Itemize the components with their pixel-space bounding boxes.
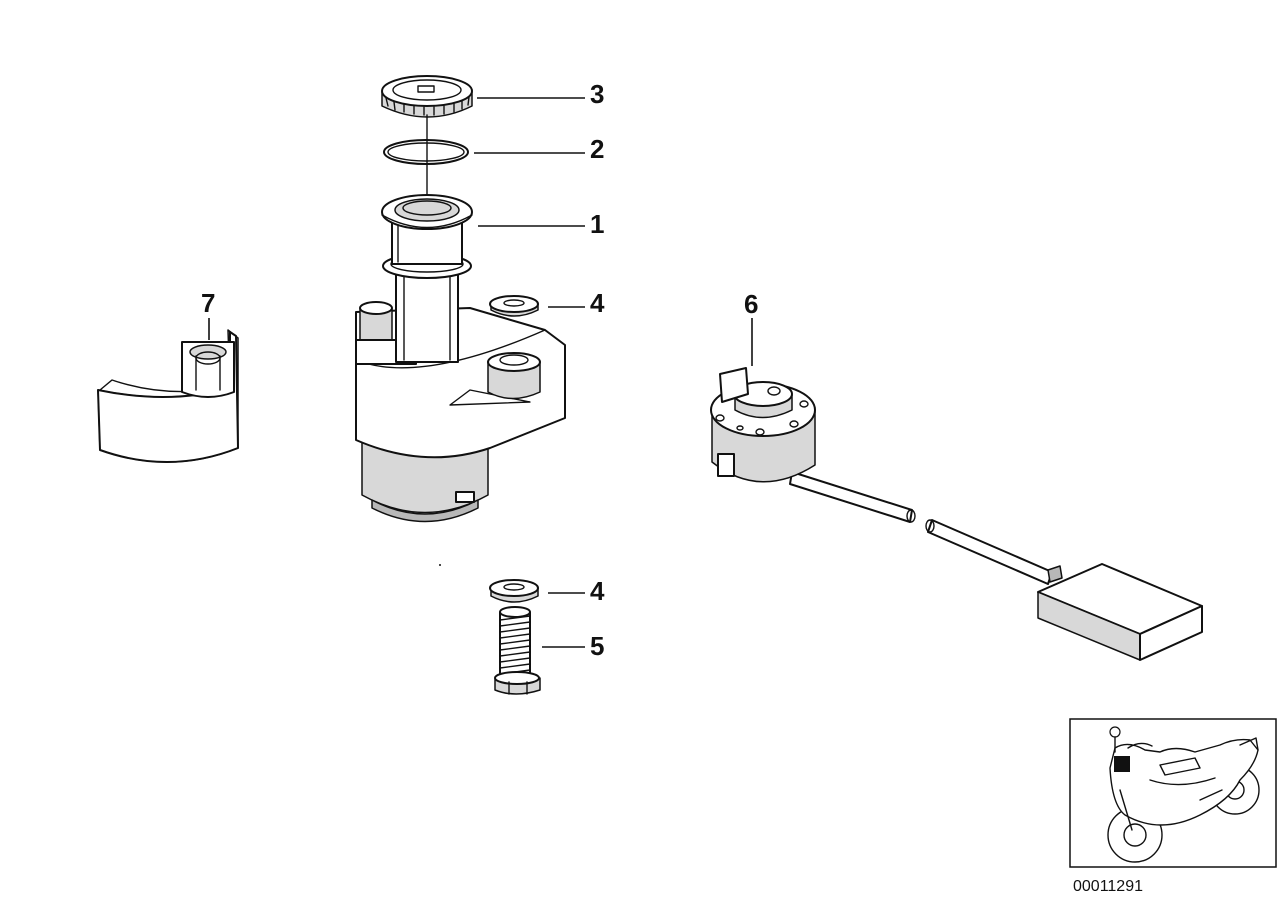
callout-6: 6: [744, 289, 758, 319]
part-4-washer-lower[interactable]: [489, 579, 539, 603]
reference-number: 00011291: [1073, 878, 1143, 895]
part-4-washer-upper[interactable]: [489, 295, 539, 317]
callout-4-upper: 4: [590, 288, 605, 318]
part-7-cover[interactable]: [97, 329, 239, 463]
motorcycle-icon: [1069, 718, 1277, 868]
callout-7: 7: [201, 288, 215, 318]
callout-4-lower: 4: [590, 576, 605, 606]
callout-5: 5: [590, 631, 604, 661]
callout-2: 2: [590, 134, 604, 164]
part-2-ring-seal[interactable]: [383, 139, 469, 165]
part-3-lock-cap[interactable]: [381, 75, 473, 118]
part-1-lock-housing[interactable]: [355, 194, 566, 523]
part-6-switch-cable[interactable]: [710, 367, 1203, 661]
callout-1: 1: [590, 209, 604, 239]
callout-3: 3: [590, 79, 604, 109]
part-5-bolt[interactable]: [494, 606, 541, 695]
